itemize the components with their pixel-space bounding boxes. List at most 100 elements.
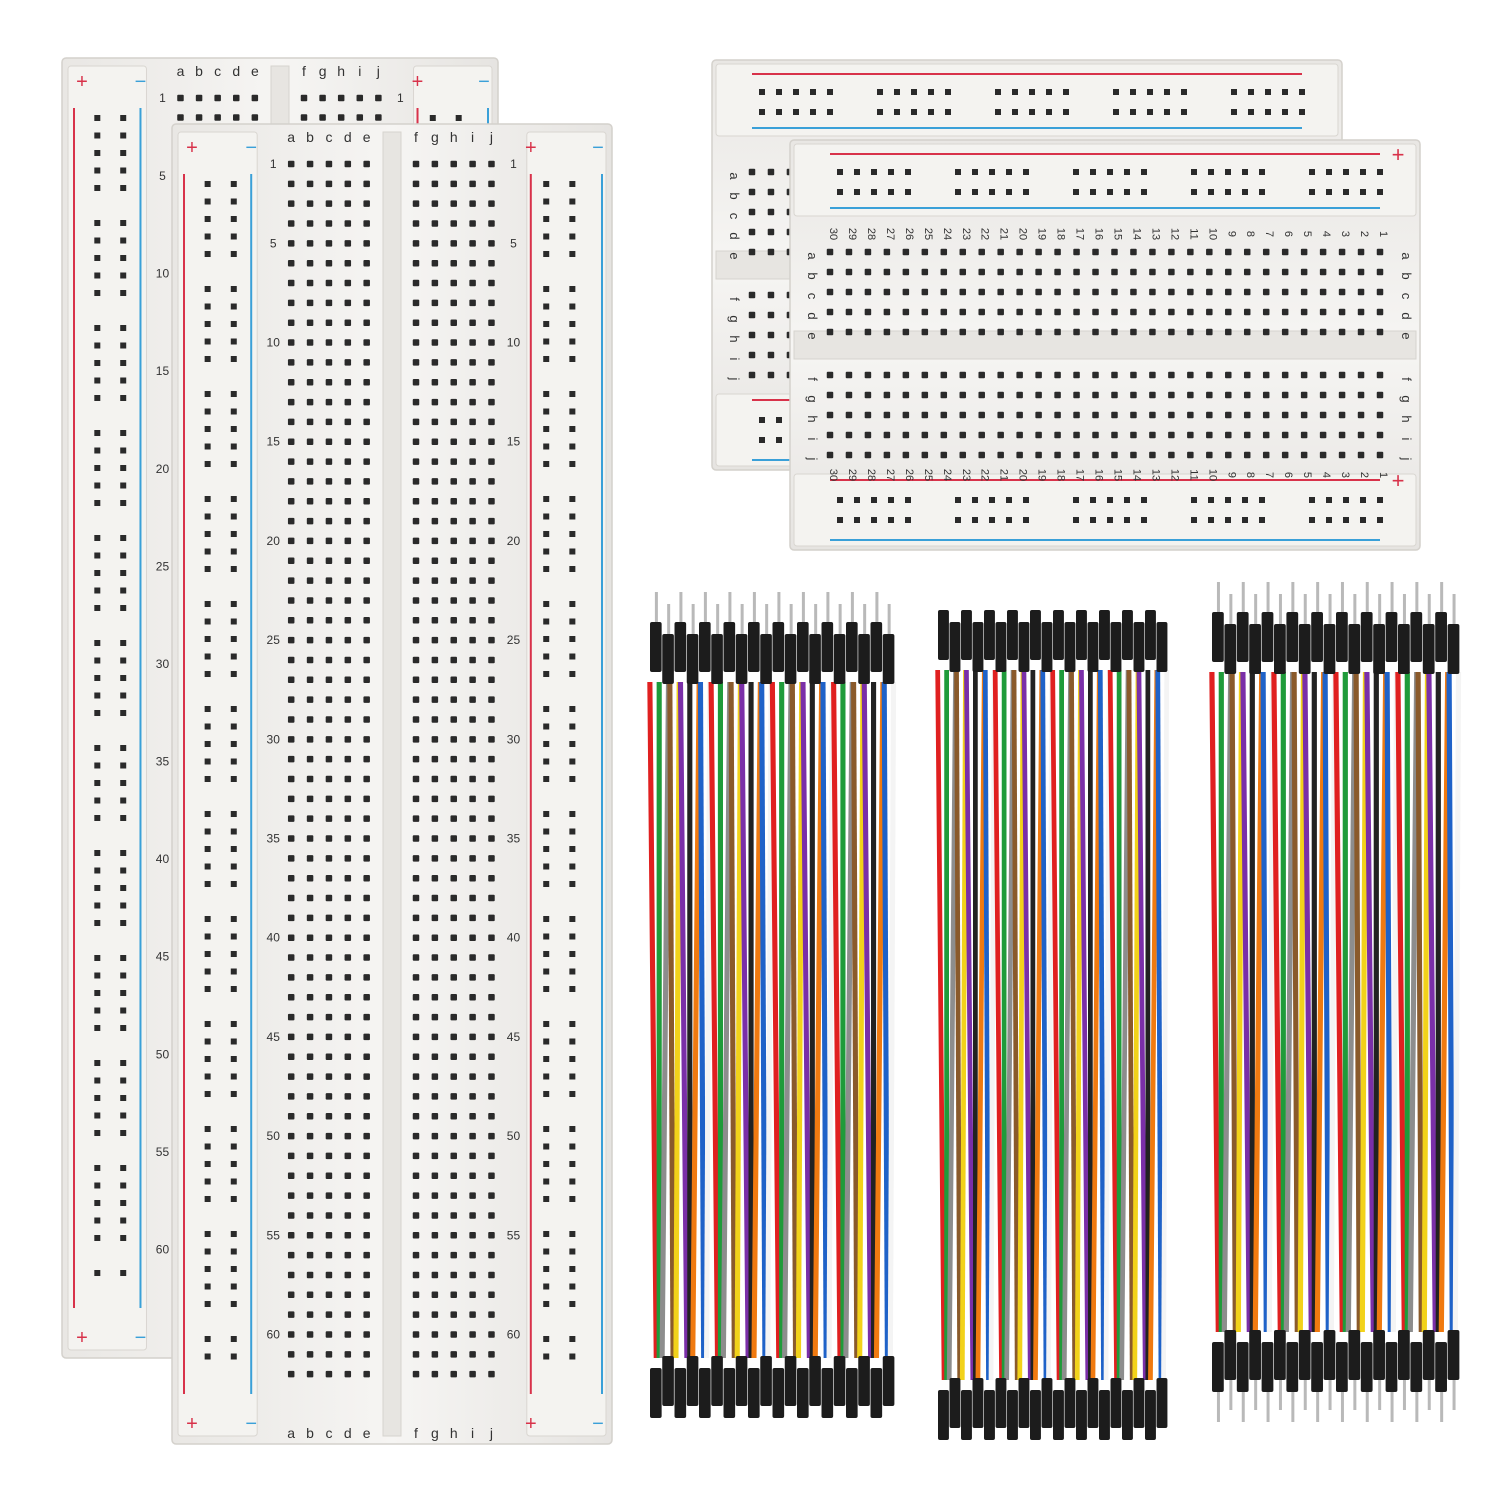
connector-pin: [765, 604, 769, 634]
power-rail-left: [177, 131, 258, 1437]
hole: [94, 692, 101, 699]
hole: [204, 1021, 211, 1027]
hole: [902, 371, 910, 379]
hole: [344, 319, 352, 326]
connector-housing: [1212, 612, 1224, 662]
hole: [911, 89, 917, 95]
hole: [431, 835, 439, 842]
hole: [543, 531, 550, 537]
hole: [1187, 391, 1194, 399]
hole: [1023, 169, 1029, 175]
connector-pin: [1427, 1380, 1431, 1410]
hole: [204, 356, 211, 362]
hole: [431, 517, 439, 525]
hole: [306, 914, 314, 922]
hole: [793, 109, 799, 115]
hole: [837, 517, 843, 523]
hole: [204, 1073, 211, 1080]
hole: [363, 537, 370, 545]
hole: [431, 676, 439, 684]
hole: [204, 811, 211, 817]
hole: [306, 378, 314, 386]
hole: [569, 1231, 576, 1237]
hole: [569, 1161, 576, 1167]
jumper-wire: [1345, 671, 1358, 1333]
hole: [1282, 109, 1288, 115]
hole: [412, 736, 420, 743]
jumper-wire: [1283, 671, 1296, 1333]
hole: [287, 1311, 295, 1318]
rail-minus-label: −: [135, 1327, 147, 1349]
column-number: 29: [846, 469, 858, 481]
hole: [1054, 288, 1061, 296]
hole: [928, 89, 934, 95]
hole: [344, 1172, 352, 1180]
hole: [450, 1311, 457, 1318]
hole: [488, 478, 495, 485]
row-number: 40: [507, 931, 521, 945]
hole: [412, 1212, 420, 1219]
hole: [569, 863, 576, 870]
column-letter: j: [376, 63, 380, 79]
rail-holes: [543, 181, 550, 1360]
column-number: 26: [903, 469, 915, 481]
hole: [469, 736, 476, 743]
hole: [469, 1033, 476, 1041]
row-number: 10: [156, 267, 170, 281]
hole: [921, 268, 929, 276]
hole: [902, 268, 910, 276]
hole: [945, 89, 951, 95]
column-number: 25: [922, 228, 934, 240]
hole: [344, 557, 352, 565]
hole: [469, 755, 476, 763]
hole: [94, 377, 101, 384]
row-letter: b: [1399, 272, 1414, 279]
hole: [344, 339, 352, 346]
hole: [488, 1311, 495, 1318]
column-number: 9: [1225, 472, 1237, 478]
connector-housing: [662, 1356, 674, 1406]
column-number: 19: [1036, 469, 1048, 481]
hole: [488, 874, 495, 882]
jumper-wire: [1148, 669, 1160, 1381]
hole: [450, 438, 457, 445]
rail-minus-label: −: [478, 71, 490, 93]
hole: [1111, 411, 1118, 419]
connector-housing: [748, 1368, 760, 1418]
hole: [569, 1021, 576, 1027]
hole: [306, 1192, 314, 1199]
connector-housing: [1274, 624, 1286, 674]
hole: [1357, 328, 1365, 336]
hole: [543, 408, 550, 415]
row-letter: g: [805, 395, 820, 402]
column-letter: i: [471, 129, 474, 145]
hole: [921, 391, 929, 399]
hole: [94, 972, 101, 979]
hole: [325, 934, 333, 941]
hole: [412, 1053, 420, 1060]
connector-housing: [870, 622, 883, 672]
hole: [412, 418, 420, 426]
hole: [1281, 328, 1289, 336]
hole: [1206, 308, 1213, 316]
hole: [431, 240, 439, 247]
hole: [412, 1271, 420, 1279]
connector-housing: [972, 622, 984, 672]
hole: [344, 993, 352, 1001]
hole: [488, 954, 495, 961]
rail-minus-label: −: [592, 137, 604, 159]
hole: [450, 1370, 457, 1378]
hole: [325, 220, 333, 227]
hole: [287, 934, 295, 941]
hole: [251, 94, 259, 102]
hole: [306, 954, 314, 961]
hole: [230, 986, 237, 992]
hole: [120, 745, 127, 751]
hole: [1300, 268, 1308, 276]
jumper-wire: [789, 681, 799, 1359]
row-number: 45: [267, 1030, 281, 1044]
hole: [230, 216, 237, 222]
hole: [363, 617, 370, 624]
hole: [344, 1232, 352, 1239]
hole: [344, 617, 352, 624]
